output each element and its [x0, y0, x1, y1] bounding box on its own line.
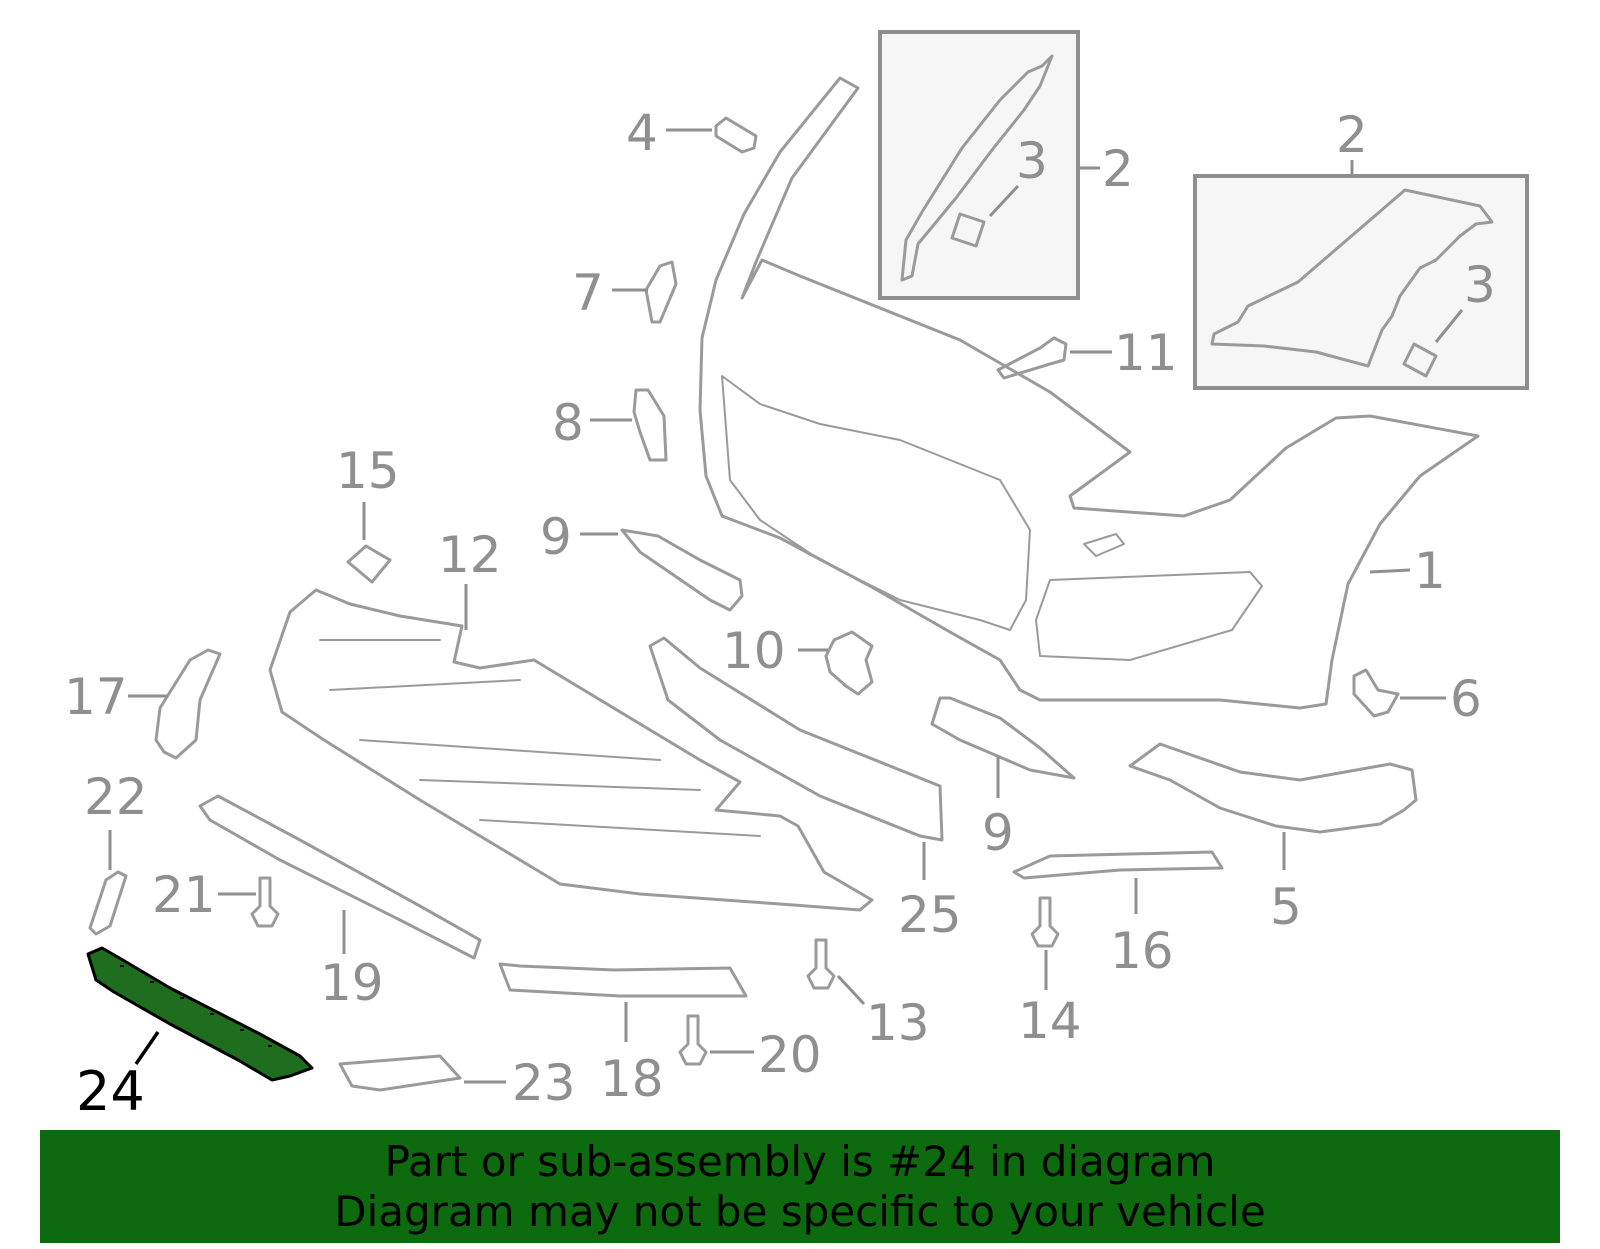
part-24-holes: [120, 965, 272, 1047]
leader-13: [836, 974, 866, 1006]
leader-24: [134, 1031, 160, 1065]
callout-2-left: 2: [1102, 140, 1134, 198]
callout-10: 10: [722, 622, 786, 680]
callout-13: 13: [866, 994, 930, 1052]
callout-25: 25: [898, 886, 962, 944]
part-25-reinforcement: [648, 636, 944, 842]
leader-3b: [1434, 309, 1464, 343]
part-11-bolt: [996, 336, 1068, 380]
callout-14: 14: [1018, 992, 1082, 1050]
part-5-bracket: [1128, 742, 1418, 834]
part-23-bracket: [338, 1054, 462, 1092]
callout-18: 18: [600, 1050, 664, 1108]
part-3-clip-right: [1402, 342, 1438, 378]
inset-box-right: [1193, 174, 1529, 390]
part-17-bracket: [154, 648, 222, 760]
part-7-bracket: [644, 260, 678, 324]
part-1-grille-opening: [721, 375, 1031, 631]
callout-7: 7: [572, 264, 604, 322]
callout-6: 6: [1450, 670, 1482, 728]
part-1-fog-slot: [1083, 533, 1125, 557]
part-9-bracket-lower: [930, 696, 1076, 780]
part-6-clip: [1352, 668, 1400, 718]
part-1-lower-opening: [1035, 571, 1263, 661]
part-3-clip-left: [950, 212, 986, 248]
part-2-bracket-right: [1210, 188, 1494, 368]
part-24-highlighted[interactable]: [86, 946, 314, 1082]
callout-19: 19: [320, 954, 384, 1012]
part-12-undertray: [268, 588, 874, 912]
callout-22: 22: [84, 768, 148, 826]
part-2-bracket-left: [900, 54, 1054, 282]
part-15-clip: [346, 544, 392, 584]
callout-8: 8: [552, 394, 584, 452]
callout-9-upper: 9: [540, 508, 572, 566]
callout-1: 1: [1414, 542, 1446, 600]
part-19-strip: [198, 794, 482, 960]
callout-17: 17: [64, 668, 128, 726]
part-4-pin: [714, 116, 758, 154]
callout-23: 23: [512, 1054, 576, 1112]
leader-1: [1369, 568, 1411, 574]
part-14-bolt: [1030, 896, 1060, 948]
leader-lines: [108, 128, 1464, 1084]
part-1-bumper-cover: [698, 76, 1480, 710]
part-18-strip: [498, 962, 748, 998]
part-21-bolt: [250, 876, 280, 928]
banner-line-2: Diagram may not be specific to your vehi…: [334, 1186, 1266, 1236]
part-9-bracket-upper: [620, 528, 744, 612]
callout-24-highlighted: 24: [76, 1060, 145, 1123]
part-10-bracket: [824, 630, 874, 696]
part-20-bolt: [678, 1014, 708, 1066]
callout-9-lower: 9: [982, 804, 1014, 862]
callout-3-left: 3: [1016, 132, 1048, 190]
part-8-bracket: [632, 388, 668, 462]
callout-15: 15: [336, 442, 400, 500]
part-22-bracket: [88, 870, 128, 936]
callout-4: 4: [626, 104, 658, 162]
callout-21: 21: [152, 866, 216, 924]
part-16-strip: [1012, 850, 1224, 880]
callout-16: 16: [1110, 922, 1174, 980]
callout-3-right: 3: [1464, 256, 1496, 314]
info-banner: Part or sub-assembly is #24 in diagram D…: [40, 1130, 1560, 1243]
part-12-inner-ribs: [319, 639, 761, 837]
part-13-bolt: [806, 938, 836, 990]
callout-11: 11: [1114, 324, 1178, 382]
callout-5: 5: [1270, 878, 1302, 936]
leader-3a: [988, 184, 1020, 218]
banner-line-1: Part or sub-assembly is #24 in diagram: [384, 1136, 1216, 1186]
callout-12: 12: [438, 526, 502, 584]
callout-20: 20: [758, 1026, 822, 1084]
callout-2-right: 2: [1336, 106, 1368, 164]
